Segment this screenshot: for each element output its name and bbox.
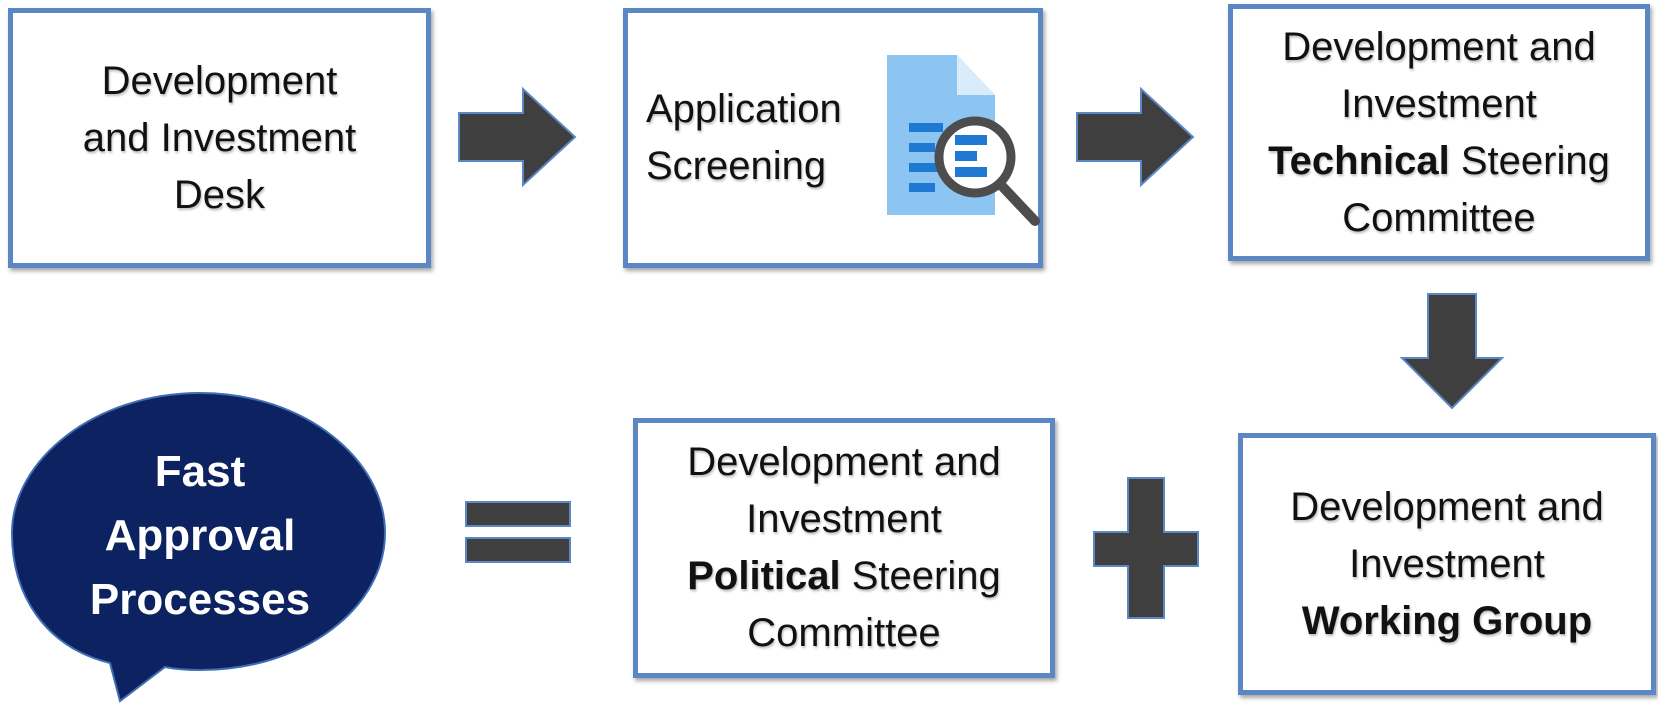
desk-label: Development and Investment Desk: [83, 53, 357, 224]
screening-box: Application Screening: [623, 8, 1043, 268]
bubble-line2: Approval: [104, 511, 296, 560]
desk-line2: and Investment: [82, 115, 357, 160]
technical-committee-box: Development and Investment Technical Ste…: [1228, 4, 1650, 261]
technical-line2: Investment: [1341, 81, 1537, 126]
right-arrow-icon: [1076, 86, 1195, 188]
technical-line3: Technical Steering: [1268, 133, 1610, 190]
screening-line2: Screening: [646, 144, 827, 188]
political-line1: Development and: [687, 440, 1001, 484]
technical-line1: Development and: [1282, 24, 1596, 69]
technical-rest: Steering: [1449, 138, 1610, 183]
desk-box: Development and Investment Desk: [8, 8, 431, 268]
political-line2: Investment: [746, 497, 942, 541]
bubble-line1: Fast: [154, 447, 246, 496]
political-line4: Committee: [747, 611, 941, 655]
political-committee-box: Development and Investment Political Ste…: [633, 418, 1055, 678]
bubble-text: Fast Approval Processes: [20, 440, 380, 632]
political-rest: Steering: [840, 554, 1001, 598]
speech-bubble: [10, 391, 387, 703]
political-line3: Political Steering: [687, 548, 1001, 605]
political-bold: Political: [687, 554, 841, 598]
working-line1: Development and: [1290, 484, 1604, 529]
working-group-box: Development and Investment Working Group: [1238, 433, 1656, 695]
working-line2: Investment: [1349, 541, 1545, 586]
right-arrow-icon: [458, 86, 577, 188]
down-arrow-icon: [1399, 293, 1505, 410]
document-search-icon: [887, 55, 1040, 226]
screening-label: Application Screening: [628, 81, 842, 195]
desk-line3: Desk: [173, 172, 266, 217]
political-committee-label: Development and Investment Political Ste…: [687, 434, 1001, 662]
technical-line4: Committee: [1342, 195, 1536, 240]
technical-bold: Technical: [1268, 138, 1450, 183]
working-line3: Working Group: [1290, 593, 1604, 650]
technical-committee-label: Development and Investment Technical Ste…: [1268, 19, 1610, 247]
working-bold: Working Group: [1301, 598, 1593, 643]
bubble-line3: Processes: [89, 575, 311, 624]
working-group-label: Development and Investment Working Group: [1290, 479, 1604, 650]
equals-icon: [465, 501, 571, 563]
desk-line1: Development: [101, 58, 338, 103]
screening-line1: Application: [646, 87, 842, 131]
plus-icon: [1093, 477, 1199, 619]
